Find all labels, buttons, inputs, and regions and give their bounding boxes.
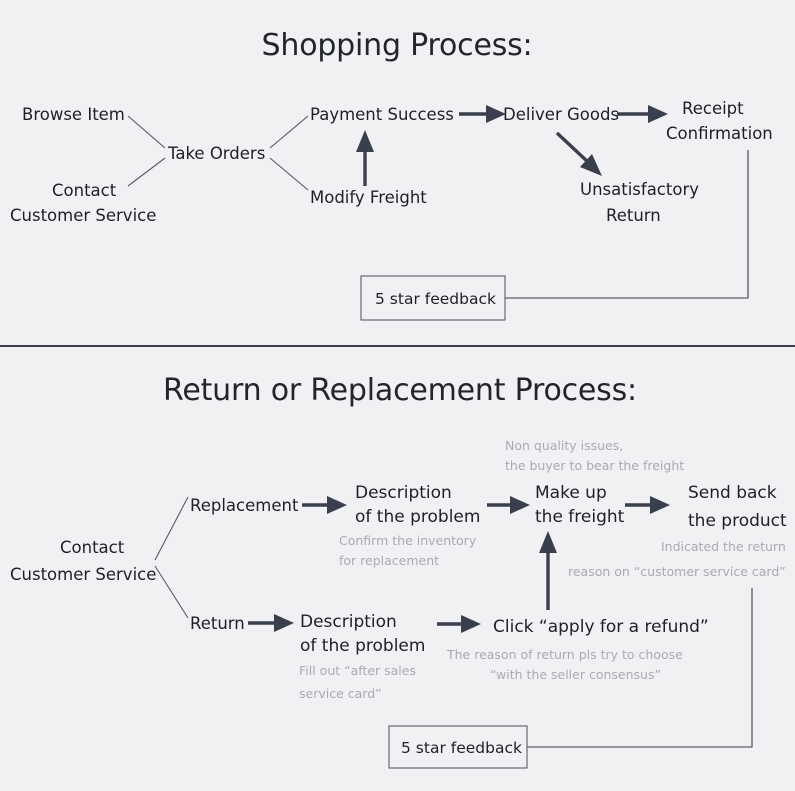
node-return-contact-line2: Customer Service xyxy=(10,565,156,584)
shopping-feedback-box[interactable] xyxy=(360,275,506,321)
annotation-fill-out-line1: Fill out “after sales xyxy=(299,663,416,678)
return-feedback-box-label: 5 star feedback xyxy=(401,739,522,757)
node-receipt-confirmation-line2: Confirmation xyxy=(666,124,773,143)
node-description-top-line2: of the problem xyxy=(355,507,480,527)
arrow-deliver-to-receipt xyxy=(617,105,668,123)
arrow-description-to-makeup xyxy=(487,496,530,514)
arrow-return-to-description xyxy=(248,614,294,632)
annotation-fill-out-line2: service card” xyxy=(299,686,382,701)
annotation-non-quality-line1: Non quality issues, xyxy=(505,438,623,453)
connector-feedback-to-receipt xyxy=(505,150,749,299)
annotation-reason-line1: The reason of return pls try to choose xyxy=(446,647,683,662)
node-make-up-line1: Make up xyxy=(535,483,607,503)
annotation-non-quality-line2: the buyer to bear the freight xyxy=(505,458,684,473)
line-takeorders-to-modifyfreight xyxy=(269,157,309,191)
node-unsatisfactory-return-line2: Return xyxy=(606,206,661,225)
line-browse-to-takeorders xyxy=(127,115,166,149)
node-receipt-confirmation-line1: Receipt xyxy=(682,99,744,118)
node-modify-freight: Modify Freight xyxy=(310,188,427,207)
shopping-feedback-box-label: 5 star feedback xyxy=(375,290,496,308)
node-return-contact-line1: Contact xyxy=(60,538,125,557)
return-process-title: Return or Replacement Process: xyxy=(163,373,637,408)
node-payment-success: Payment Success xyxy=(310,105,454,124)
node-description-top-line1: Description xyxy=(355,483,452,503)
arrow-payment-to-deliver xyxy=(459,105,506,123)
node-click-apply-refund: Click “apply for a refund” xyxy=(493,617,709,637)
annotation-confirm-inventory-line2: for replacement xyxy=(339,553,439,568)
node-send-back-line1: Send back xyxy=(688,483,777,503)
node-unsatisfactory-return-line1: Unsatisfactory xyxy=(580,180,699,199)
line-contact-to-return xyxy=(154,565,189,619)
connector-feedback-to-sendback xyxy=(527,588,753,748)
node-description-bottom-line2: of the problem xyxy=(300,636,425,656)
annotation-confirm-inventory-line1: Confirm the inventory xyxy=(339,533,477,548)
node-take-orders: Take Orders xyxy=(167,144,265,163)
line-contact-to-takeorders xyxy=(127,157,166,187)
node-deliver-goods: Deliver Goods xyxy=(503,105,619,124)
arrow-refund-to-makeup xyxy=(539,531,557,610)
arrow-replacement-to-description xyxy=(302,496,347,514)
node-contact-customer-service-line2: Customer Service xyxy=(10,206,156,225)
arrow-modifyfreight-to-payment xyxy=(356,130,374,186)
annotation-indicated-line2: reason on “customer service card” xyxy=(568,564,786,579)
arrow-description-to-refund xyxy=(437,615,481,633)
node-send-back-line2: the product xyxy=(688,511,787,531)
line-contact-to-replacement xyxy=(154,496,189,561)
node-contact-customer-service-line1: Contact xyxy=(52,181,117,200)
return-feedback-box[interactable] xyxy=(388,725,528,769)
arrow-makeup-to-sendback xyxy=(625,496,670,514)
node-return: Return xyxy=(190,614,245,633)
node-browse-item: Browse Item xyxy=(22,105,125,124)
shopping-process-title: Shopping Process: xyxy=(262,28,533,63)
line-takeorders-to-payment xyxy=(269,115,309,149)
annotation-indicated-line1: Indicated the return xyxy=(661,539,786,554)
annotation-reason-line2: “with the seller consensus” xyxy=(490,667,661,682)
node-description-bottom-line1: Description xyxy=(300,612,397,632)
node-replacement: Replacement xyxy=(190,496,299,515)
arrow-deliver-to-unsatisfactory xyxy=(555,131,602,176)
node-make-up-line2: the freight xyxy=(535,507,625,527)
